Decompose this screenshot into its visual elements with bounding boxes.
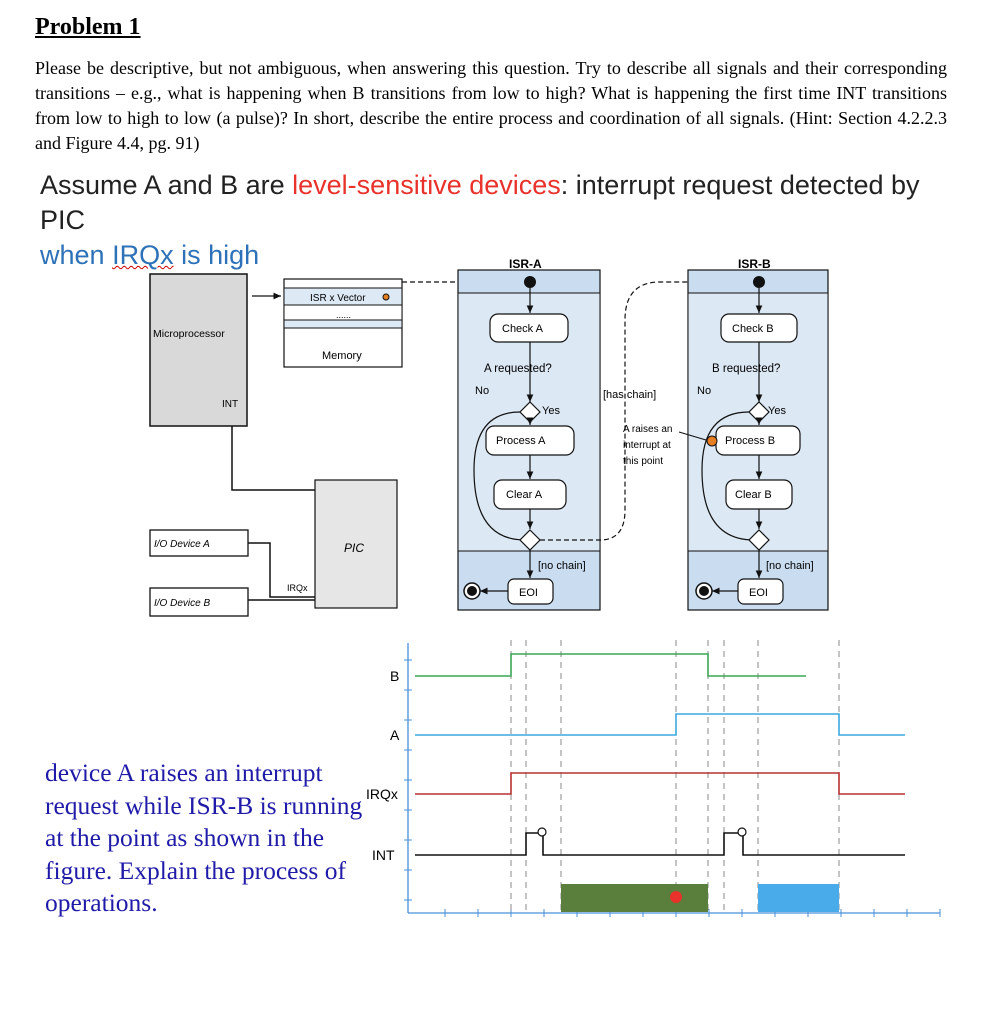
interrupt-point-marker xyxy=(706,435,718,447)
device-a-event-dot xyxy=(670,891,682,903)
problem-title: Problem 1 xyxy=(35,14,141,40)
signal-label-a: A xyxy=(390,727,400,743)
process-b-label: Process B xyxy=(725,435,775,447)
check-a-label: Check A xyxy=(502,323,544,335)
a-no-label: No xyxy=(475,385,489,397)
isr-b-running-bar xyxy=(561,884,708,912)
a-no-chain-label: [no chain] xyxy=(538,560,586,572)
pic-box xyxy=(314,479,398,609)
waveform-a xyxy=(415,713,905,736)
a-requested-label: A requested? xyxy=(484,363,552,375)
heading-part1: Assume A and B are xyxy=(40,170,293,200)
b-requested-label: B requested? xyxy=(712,363,780,375)
isr-b-title: ISR-B xyxy=(738,257,771,271)
annotation-line-3: this point xyxy=(623,456,663,467)
heading-part2: : interrupt request detected by PIC xyxy=(40,170,920,235)
eoi-a-label: EOI xyxy=(519,587,538,599)
isr-a-start xyxy=(524,276,536,288)
b-no-label: No xyxy=(697,385,711,397)
has-chain-label: [has chain] xyxy=(603,389,656,401)
irqx-label: IRQx xyxy=(287,583,308,593)
irq-a-wire xyxy=(248,542,315,598)
waveform-b xyxy=(415,653,806,677)
block-diagram: Microprocessor INT ISR x Vector ...... M… xyxy=(149,273,527,617)
problem-paragraph: Please be descriptive, but not ambiguous… xyxy=(35,58,947,153)
io-device-a-label: I/O Device A xyxy=(154,539,210,550)
annotation-line-2: interrupt at xyxy=(623,440,671,451)
eoi-b-label: EOI xyxy=(749,587,768,599)
heading-highlight: level-sensitive devices xyxy=(292,170,561,200)
memory-label: Memory xyxy=(322,350,362,362)
clear-a-label: Clear A xyxy=(506,489,543,501)
waveform-irqx xyxy=(415,772,905,795)
isr-a-flow: ISR-A Check A A requested? No Yes Proces… xyxy=(457,257,601,611)
timing-diagram: B A IRQx INT xyxy=(366,640,941,917)
microprocessor-box xyxy=(149,273,248,427)
a-yes-label: Yes xyxy=(542,405,560,417)
isr-vector-label: ISR x Vector xyxy=(310,293,366,304)
annotation-line-1: A raises an xyxy=(623,424,672,435)
isr-b-start xyxy=(753,276,765,288)
microprocessor-label: Microprocessor xyxy=(153,328,225,340)
io-device-a-box xyxy=(149,529,249,557)
b-no-chain-label: [no chain] xyxy=(766,560,814,572)
signal-label-irqx: IRQx xyxy=(366,786,398,802)
heading-part3: when xyxy=(40,240,113,270)
int-pulse-1-marker xyxy=(537,827,547,837)
check-a-node xyxy=(489,313,569,343)
int-pulse-2-marker xyxy=(737,827,747,837)
signal-label-b: B xyxy=(390,668,399,684)
figure-note: device A raises an interrupt request whi… xyxy=(45,758,363,917)
heading-irqx: IRQx xyxy=(112,240,174,270)
process-a-label: Process A xyxy=(496,435,546,447)
heading-part4: is high xyxy=(173,240,260,270)
signal-label-int: INT xyxy=(372,847,395,863)
chain-arrow xyxy=(540,281,740,541)
b-yes-label: Yes xyxy=(768,405,786,417)
timing-guides xyxy=(510,640,840,912)
clear-b-label: Clear B xyxy=(735,489,772,501)
pic-label: PIC xyxy=(344,541,364,555)
slide-heading: Assume A and B are level-sensitive devic… xyxy=(40,168,960,273)
isr-a-title: ISR-A xyxy=(509,257,542,271)
io-device-b-label: I/O Device B xyxy=(154,598,210,609)
int-wire xyxy=(231,426,315,491)
memory-dots: ...... xyxy=(336,310,351,320)
waveform-int xyxy=(415,832,905,856)
isr-b-flow: ISR-B Check B B requested? No Yes Proces… xyxy=(678,257,829,611)
isr-a-running-bar xyxy=(758,884,839,912)
int-pin-label: INT xyxy=(222,399,238,410)
check-b-label: Check B xyxy=(732,323,774,335)
memory-row xyxy=(283,319,403,329)
io-device-b-box xyxy=(149,587,249,617)
vector-dot xyxy=(382,293,390,301)
